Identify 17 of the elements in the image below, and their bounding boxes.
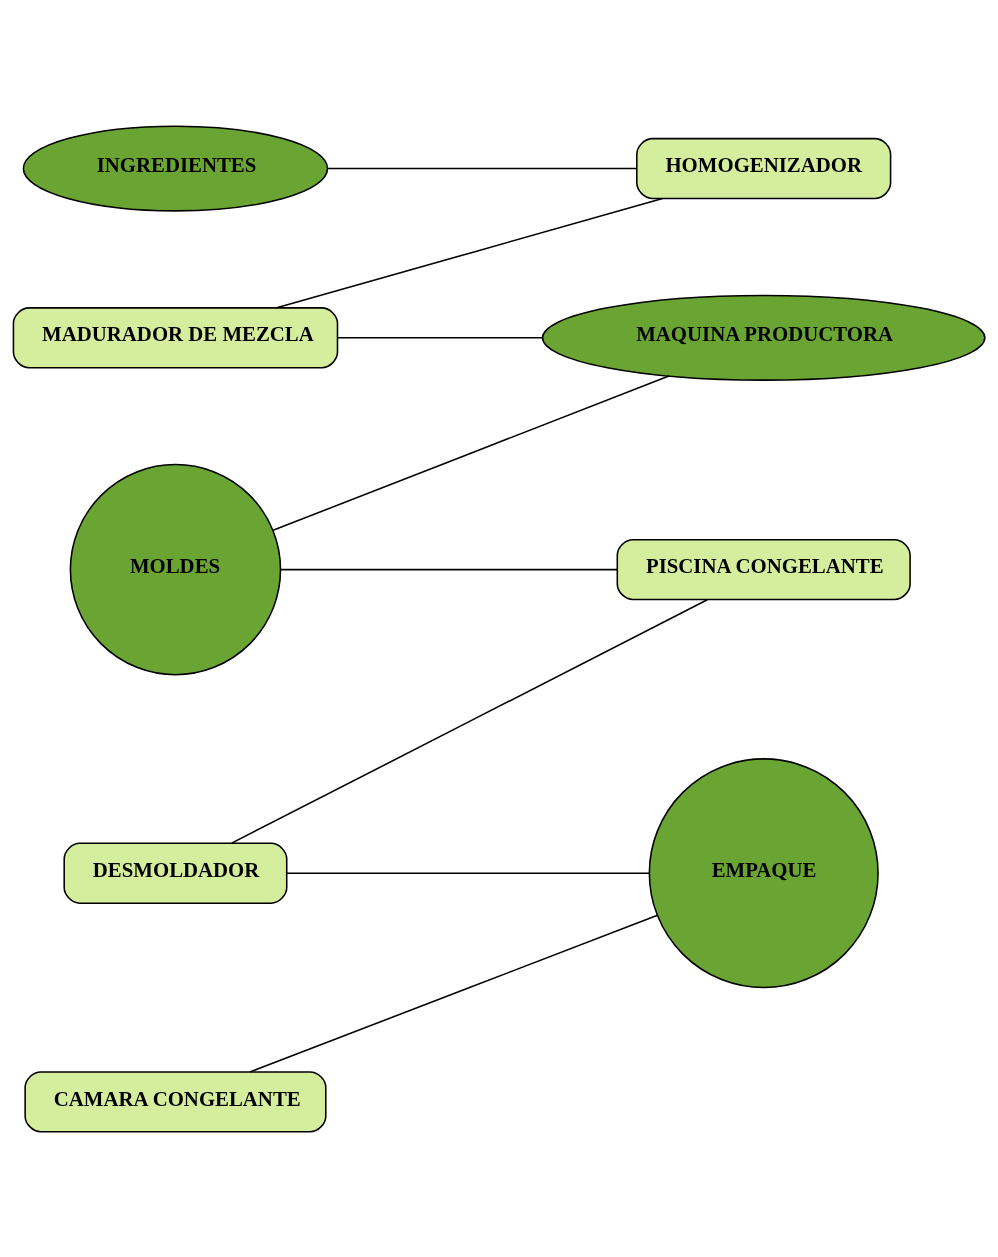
node-box: MADURADOR DE MEZCLA xyxy=(12,306,339,368)
connector xyxy=(230,598,709,844)
connector xyxy=(272,374,670,531)
connector xyxy=(279,568,618,570)
connector xyxy=(337,336,544,339)
node-box: PISCINA CONGELANTE xyxy=(616,538,911,600)
connector xyxy=(249,914,659,1073)
connector xyxy=(326,167,638,169)
node-ellipse: MAQUINA PRODUCTORA xyxy=(541,294,986,381)
connector xyxy=(275,197,664,309)
node-circle: EMPAQUE xyxy=(648,757,879,988)
node-box: CAMARA CONGELANTE xyxy=(24,1070,327,1133)
node-box: HOMOGENIZADOR xyxy=(636,137,892,199)
node-box: DESMOLDADOR xyxy=(63,842,288,904)
connector xyxy=(286,871,650,874)
node-circle: MOLDES xyxy=(69,463,282,675)
node-ellipse: INGREDIENTES xyxy=(22,124,329,212)
